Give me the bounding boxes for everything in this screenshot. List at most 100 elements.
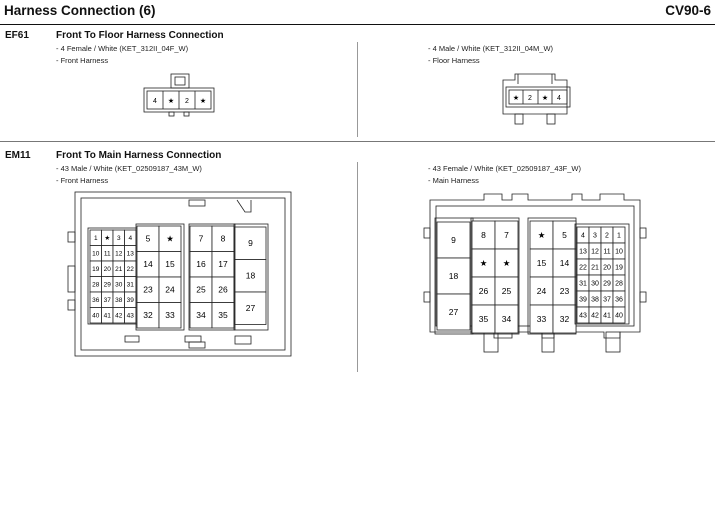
section-title-ef61: Front To Floor Harness Connection (56, 30, 224, 41)
pin-block-frame (135, 223, 185, 331)
em11-female-block-b-pin-label: ★ (480, 258, 488, 268)
em11-male-block-b-pin-label: 35 (218, 310, 228, 320)
em11-female-block-b-pin-label: ★ (503, 258, 511, 268)
em11-female-block-c-pin-cell (436, 293, 471, 331)
em11-male-block-c-pin-label: 9 (248, 238, 253, 248)
em11-female-block-c-pin-label: 9 (451, 235, 456, 245)
em11-female-small-pin-label: 41 (603, 312, 611, 319)
em11-female-small-pin-label: 31 (579, 280, 587, 287)
em11-male-block-a-pin-label: 14 (143, 259, 153, 269)
ef61-male-connector: ★ 2 ★ 4 (502, 73, 571, 125)
em11-female-block-b-pin-label: 26 (479, 286, 489, 296)
em11-female-small-pin-label: 42 (591, 312, 599, 319)
ef61-female-pin: ★ (200, 97, 206, 105)
em11-female-small-pin-label: 43 (579, 312, 587, 319)
em11-male-small-pin-label: 38 (115, 297, 123, 304)
ef61-female-pin: 4 (153, 98, 157, 105)
em11-male-small-pin-label: 22 (127, 266, 135, 273)
ef61-male-pin: ★ (513, 94, 519, 102)
em11-female-small-pin-label: 10 (615, 248, 623, 255)
section-code-em11: EM11 (5, 150, 31, 161)
ef61-male-pin: 4 (557, 95, 561, 102)
em11-female-block-a-pin-label: 32 (560, 314, 570, 324)
ef61-left-line-1: - 4 Female / White (KET_312II_04F_W) (56, 44, 189, 53)
em11-male-small-pin-label: 4 (128, 235, 132, 242)
em11-male-block-a-pin-label: 33 (165, 310, 175, 320)
em11-male-block-a-pin-label: 23 (143, 285, 153, 295)
em11-male-small-pin-label: 20 (104, 266, 112, 273)
em11-female-small-pin-label: 12 (591, 248, 599, 255)
em11-male-block-b-pin-label: 8 (221, 234, 226, 244)
em11-female-block-b-pin-cell (494, 304, 519, 334)
em11-male-block-b-pin-label: 26 (218, 285, 228, 295)
em11-male-small-pin-label: 40 (92, 313, 100, 320)
em11-female-small-pin-label: 4 (581, 232, 585, 239)
em11-male-block-b-pin-label: 17 (218, 259, 228, 269)
em11-male-block-b-pin-label: 16 (196, 259, 206, 269)
em11-male-small-pin-label: 11 (104, 251, 111, 258)
em11-male-small-pin-label: 43 (127, 313, 135, 320)
em11-female-block-c-pin-label: 18 (449, 271, 459, 281)
em11-female-block-b-pin-label: 25 (502, 286, 512, 296)
em11-male-block-c-pin-cell (234, 291, 267, 325)
em11-female-block-b-pin-label: 35 (479, 314, 489, 324)
em11-male-small-pin-label: 28 (92, 282, 100, 289)
em11-female-block-a-pin-label: 14 (560, 258, 570, 268)
em11-female-small-pin-label: 20 (603, 264, 611, 271)
em11-male-small-pin-label: 42 (115, 313, 123, 320)
em11-female-block-a-pin-label: ★ (538, 230, 546, 240)
pin-block-frame (470, 217, 520, 335)
section-divider (0, 141, 715, 142)
em11-female-small-pin-label: 11 (603, 248, 610, 255)
em11-male-block-b-pin-label: 34 (196, 310, 206, 320)
em11-female-block-a-pin-label: 15 (537, 258, 547, 268)
em11-male-small-pin-label: 1 (94, 235, 98, 242)
em11-male-block-c-pin-cell (234, 259, 267, 293)
ef61-female-pin: ★ (168, 97, 174, 105)
em11-female-small-pin-label: 2 (605, 232, 609, 239)
em11-female-block-c-pin-label: 27 (449, 307, 459, 317)
section-title-em11: Front To Main Harness Connection (56, 150, 222, 161)
em11-male-small-pin-label: 39 (127, 297, 135, 304)
section-code-ef61: EF61 (5, 30, 29, 41)
em11-female-small-pin-label: 1 (617, 232, 621, 239)
em11-female-small-pin-label: 21 (591, 264, 599, 271)
ef61-right-line-2: - Floor Harness (428, 56, 480, 65)
em11-male-small-pin-label: 37 (104, 297, 112, 304)
em11-female-small-pin-label: 36 (615, 296, 623, 303)
em11-female-small-pin-label: 39 (579, 296, 587, 303)
em11-female-block-a-pin-cell (552, 304, 577, 334)
em11-female-small-pin-label: 22 (579, 264, 587, 271)
ef61-left-line-2: - Front Harness (56, 56, 109, 65)
em11-female-small-pin-label: 30 (591, 280, 599, 287)
em11-female-small-pin-label: 37 (603, 296, 611, 303)
em11-male-small-pin-label: 13 (127, 251, 135, 258)
ef61-right-line-1: - 4 Male / White (KET_312II_04M_W) (428, 44, 554, 53)
em11-male-small-pin-label: 3 (117, 235, 121, 242)
em11-male-small-pin-label: 10 (92, 251, 100, 258)
em11-female-small-pin-label: 13 (579, 248, 587, 255)
em11-female-small-pin-cell (612, 306, 626, 324)
ef61-male-pin: 2 (528, 95, 532, 102)
em11-female-block-b-pin-label: 8 (481, 230, 486, 240)
em11-male-small-pin-label: 30 (115, 282, 123, 289)
em11-female-small-pin-label: 38 (591, 296, 599, 303)
pin-block-frame (574, 223, 630, 325)
ef61-female-pin: 2 (185, 98, 189, 105)
em11-male-block-c-pin-label: 27 (246, 303, 256, 313)
em11-male-small-pin-label: 12 (115, 251, 123, 258)
em11-male-block-a-pin-label: 24 (165, 285, 175, 295)
em11-female-small-pin-label: 19 (615, 264, 623, 271)
em11-female-block-a-pin-label: 5 (562, 230, 567, 240)
ef61-male-pin: ★ (542, 94, 548, 102)
ef61-divider (357, 42, 358, 137)
em11-male-block-c-pin-label: 18 (246, 271, 256, 281)
em11-female-small-pin-label: 29 (603, 280, 611, 287)
em11-divider (357, 162, 358, 372)
page-title: Harness Connection (6) (4, 3, 156, 18)
em11-right-line-1: - 43 Female / White (KET_02509187_43F_W) (428, 164, 581, 173)
em11-male-small-pin-label: 19 (92, 266, 100, 273)
em11-left-line-1: - 43 Male / White (KET_02509187_43M_W) (56, 164, 202, 173)
em11-female-block-a-pin-label: 24 (537, 286, 547, 296)
